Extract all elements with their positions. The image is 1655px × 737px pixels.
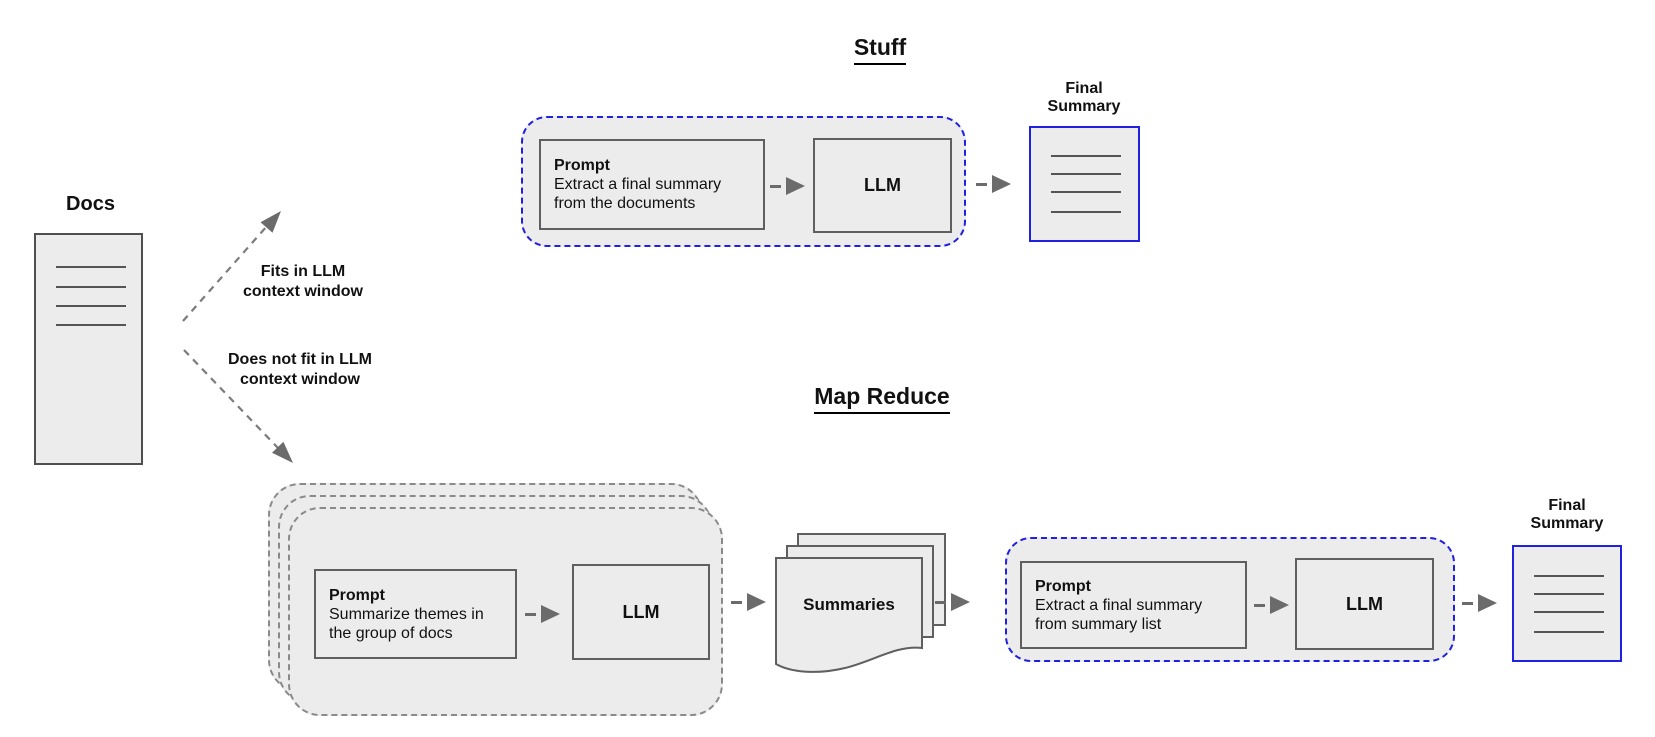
fits-context-label: Fits in LLM context window <box>243 263 363 300</box>
stuff-container: Prompt Extract a final summary from the … <box>521 116 966 247</box>
stuff-final-doc-icon <box>1029 126 1140 242</box>
reduce-final-doc-icon <box>1512 545 1622 662</box>
prompt-desc: Summarize themes in the group of docs <box>329 605 484 642</box>
prompt-title: Prompt <box>329 586 385 604</box>
notfit-arrowhead-icon <box>272 441 293 463</box>
doc-line <box>1534 611 1604 613</box>
doc-line <box>56 266 126 268</box>
arrow-prompt-to-llm <box>770 177 805 195</box>
summaries-label: Summaries <box>803 595 895 614</box>
doc-line <box>56 324 126 326</box>
docs-document-icon <box>34 233 143 465</box>
arrowhead-icon <box>1478 594 1497 612</box>
stuff-prompt-box: Prompt Extract a final summary from the … <box>539 139 765 230</box>
docs-label: Docs <box>66 193 115 215</box>
map-llm-box: LLM <box>572 564 710 660</box>
arrow-prompt-to-llm <box>1254 596 1289 614</box>
arrowhead-icon <box>541 605 560 623</box>
arrow-stuff-to-final <box>976 175 1011 193</box>
arrow-summaries-to-reduce <box>935 593 970 611</box>
map-prompt-box: Prompt Summarize themes in the group of … <box>314 569 517 659</box>
doc-line <box>56 286 126 288</box>
arrowhead-icon <box>992 175 1011 193</box>
summaries-page-front <box>775 557 923 673</box>
fits-arrowhead-icon <box>260 211 281 233</box>
doc-line <box>1051 173 1121 175</box>
arrow-map-to-summaries <box>731 593 766 611</box>
not-fit-context-label: Does not fit in LLM context window <box>228 351 372 388</box>
stuff-llm-box: LLM <box>813 138 952 233</box>
doc-line <box>1534 593 1604 595</box>
reduce-container: Prompt Extract a final summary from summ… <box>1005 537 1455 662</box>
reduce-final-summary-label: Final Summary <box>1530 497 1604 532</box>
arrowhead-icon <box>786 177 805 195</box>
doc-line <box>1051 155 1121 157</box>
doc-line <box>1534 631 1604 633</box>
map-container-front: Prompt Summarize themes in the group of … <box>288 507 723 716</box>
reduce-prompt-box: Prompt Extract a final summary from summ… <box>1020 561 1247 649</box>
reduce-llm-box: LLM <box>1295 558 1434 650</box>
doc-line <box>1051 191 1121 193</box>
prompt-title: Prompt <box>554 157 610 174</box>
arrow-prompt-to-llm <box>525 605 560 623</box>
map-reduce-title: Map Reduce <box>762 383 1002 414</box>
arrowhead-icon <box>1270 596 1289 614</box>
doc-line <box>56 305 126 307</box>
doc-line <box>1051 211 1121 213</box>
doc-line <box>1534 575 1604 577</box>
arrowhead-icon <box>951 593 970 611</box>
prompt-desc: Extract a final summary from the documen… <box>554 176 722 212</box>
stuff-final-summary-label: Final Summary <box>1047 80 1121 115</box>
arrowhead-icon <box>747 593 766 611</box>
stuff-title: Stuff <box>780 34 980 65</box>
arrow-reduce-to-final <box>1462 594 1497 612</box>
prompt-desc: Extract a final summary from summary lis… <box>1035 596 1203 633</box>
summaries-stack-icon <box>775 533 946 673</box>
prompt-title: Prompt <box>1035 577 1091 595</box>
